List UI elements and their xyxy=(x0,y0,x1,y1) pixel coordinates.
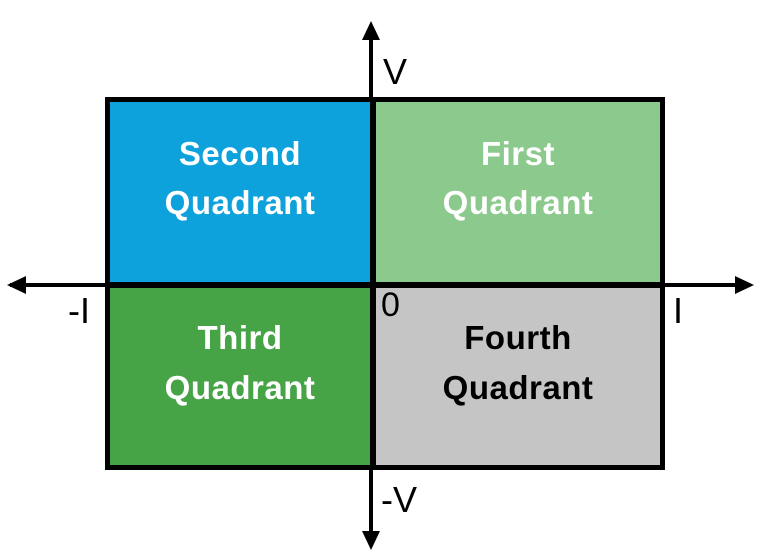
arrow-down-icon xyxy=(362,531,380,550)
quadrant-first-label-line2: Quadrant xyxy=(442,184,594,221)
axis-label-i-positive: I xyxy=(673,290,684,331)
quadrant-fourth-label: Fourth Quadrant xyxy=(443,313,594,412)
quadrant-grid: Second Quadrant First Quadrant Third Qua… xyxy=(105,97,665,470)
quadrant-first-label: First Quadrant xyxy=(443,129,594,228)
quadrant-fourth-label-line1: Fourth xyxy=(464,319,572,356)
arrow-up-icon xyxy=(362,21,380,40)
axis-label-origin: 0 xyxy=(381,286,400,324)
quadrant-first: First Quadrant xyxy=(376,102,660,282)
quadrant-third-label-line2: Quadrant xyxy=(164,368,316,406)
axis-label-v-positive: V xyxy=(383,51,408,92)
quadrant-second-label-line2: Quadrant xyxy=(164,184,316,221)
axis-label-i-negative: -I xyxy=(68,290,90,331)
quadrant-first-label-line1: First xyxy=(480,134,555,172)
quadrant-second: Second Quadrant xyxy=(110,102,370,282)
quadrant-second-label-line1: Second xyxy=(178,134,302,172)
arrow-right-icon xyxy=(735,276,754,294)
quadrant-fourth-label-line2: Quadrant xyxy=(442,368,594,406)
quadrant-third: Third Quadrant xyxy=(110,288,370,465)
quadrant-third-label: Third Quadrant xyxy=(165,313,316,412)
quadrant-third-label-line1: Third xyxy=(197,319,283,356)
horizontal-divider xyxy=(110,282,660,288)
axis-label-v-negative: -V xyxy=(381,479,417,520)
quadrant-fourth: Fourth Quadrant xyxy=(376,288,660,465)
quadrant-second-label: Second Quadrant xyxy=(165,129,316,228)
arrow-left-icon xyxy=(7,276,26,294)
